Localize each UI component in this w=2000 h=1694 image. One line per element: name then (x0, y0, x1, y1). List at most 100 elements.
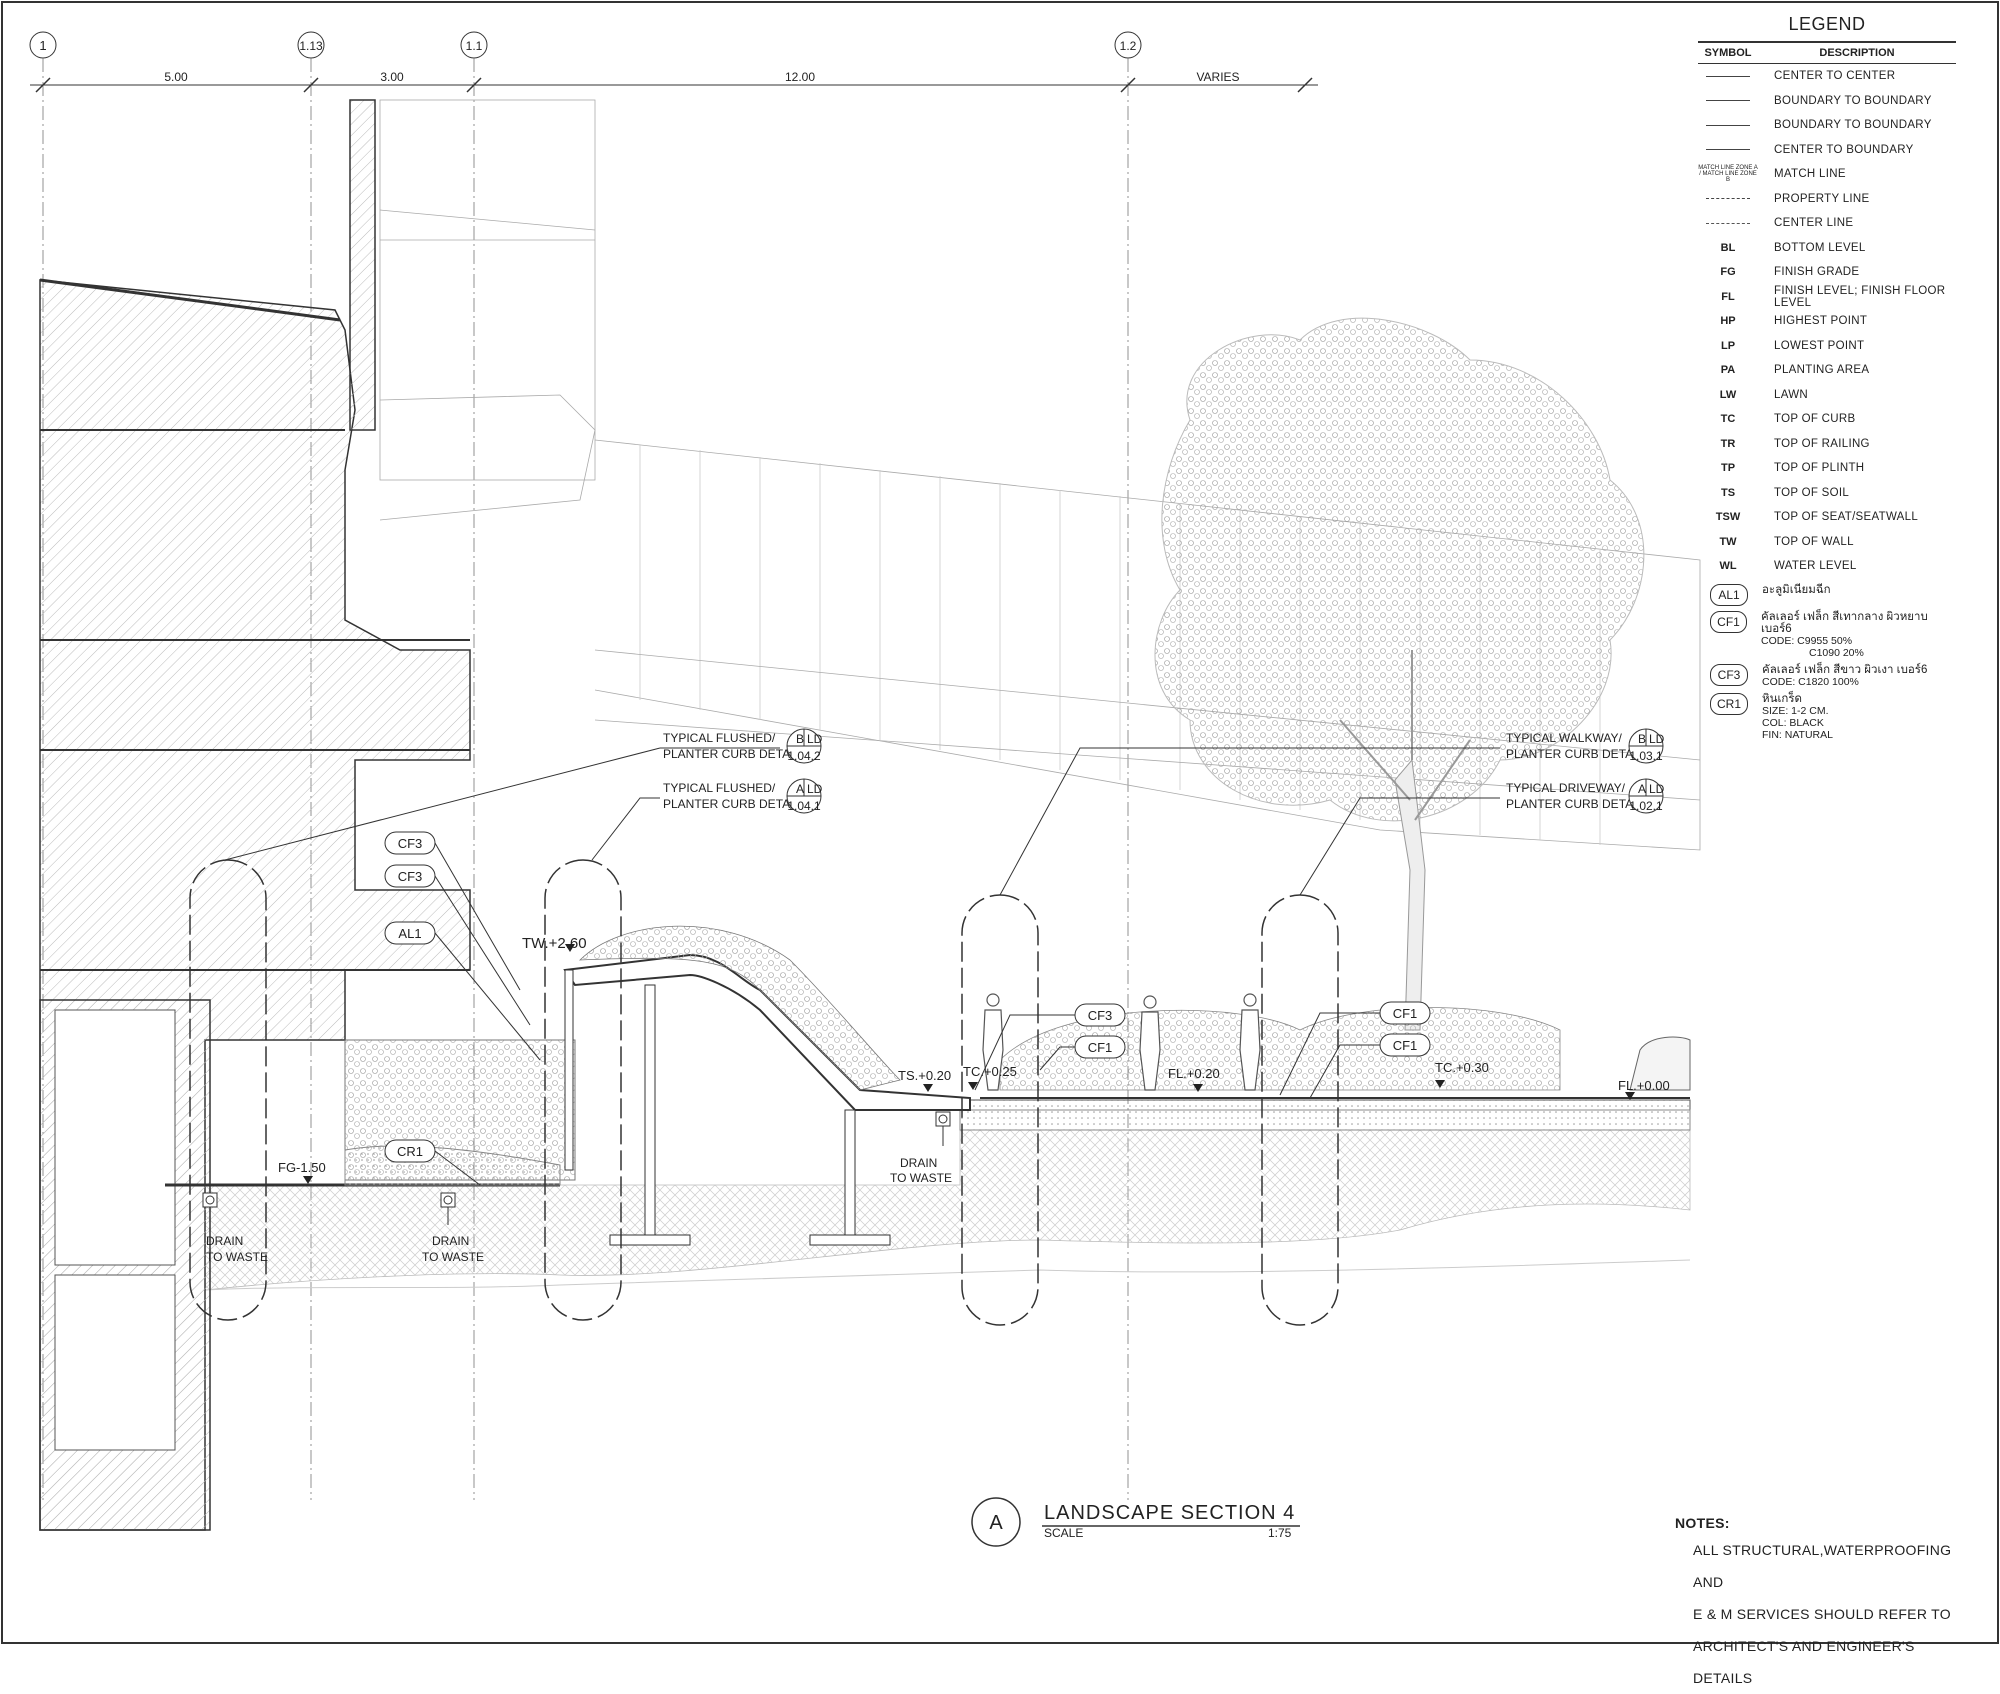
tag-cf3-a: CF3 (384, 831, 521, 991)
tag-cf1-a: CF1 (1039, 1035, 1126, 1071)
section-title: LANDSCAPE SECTION 4 (1044, 1502, 1295, 1524)
people-figures (982, 993, 1261, 1091)
svg-text:DRAIN: DRAIN (432, 1234, 469, 1248)
legend-title: LEGEND (1788, 14, 1866, 34)
section-title-block: A LANDSCAPE SECTION 4 SCALE 1:75 (971, 1497, 1300, 1547)
legend-row: BOUNDARY TO BOUNDARY (1698, 113, 1956, 138)
level-markers: TW.+2.60 TS.+0.20 TC.+0.25 FL.+0.20 TC.+… (278, 935, 1670, 1184)
svg-text:TO WASTE: TO WASTE (206, 1250, 268, 1264)
legend-desc: TOP OF WALL (1774, 535, 1854, 548)
legend-desc: TOP OF RAILING (1774, 437, 1870, 450)
material-tags: CF3 CF3 AL1 CR1 CF3 CF1 CF1 CF1 (384, 831, 1431, 1186)
legend-row: BOUNDARY TO BOUNDARY (1698, 89, 1956, 114)
legend-row: CENTER LINE (1698, 211, 1956, 236)
svg-text:CR1: CR1 (397, 1144, 423, 1159)
tag-cf1-b: CF1 (1279, 1001, 1431, 1096)
legend-col-symbol: SYMBOL (1704, 47, 1752, 59)
material-spec: CODE: C9955 50% (1760, 634, 1853, 647)
legend-desc: FINISH LEVEL; FINISH FLOOR LEVEL (1774, 284, 1946, 309)
svg-text:1: 1 (39, 38, 46, 53)
material-tag: CF3 (1710, 663, 1748, 686)
dimension-line: 5.00 3.00 12.00 VARIES (30, 70, 1318, 93)
svg-text:TW.+2.60: TW.+2.60 (522, 935, 587, 952)
drain-1: DRAIN TO WASTE (202, 1192, 268, 1264)
svg-text:1.04.2: 1.04.2 (787, 749, 821, 763)
svg-text:TYPICAL FLUSHED/: TYPICAL FLUSHED/ (663, 781, 776, 795)
tree-illustration (1154, 317, 1645, 1031)
planter-structure (563, 925, 1691, 1246)
legend-abbr: BL (1720, 241, 1736, 254)
callout-detail-b-right[interactable]: TYPICAL WALKWAY/ PLANTER CURB DETAIL B L… (999, 728, 1665, 896)
material-name: อะลูมิเนียมฉีก (1762, 583, 1831, 596)
scale-label: SCALE (1044, 1526, 1083, 1540)
svg-text:A: A (796, 782, 804, 796)
svg-text:1.2: 1.2 (1120, 39, 1137, 53)
material-spec: FIN: NATURAL (1762, 728, 1833, 741)
material-spec: CODE: C1820 100% (1762, 675, 1859, 688)
dim-3-00: 3.00 (380, 70, 404, 84)
property-line-symbol (1706, 198, 1750, 200)
callout-detail-b-left[interactable]: TYPICAL FLUSHED/ PLANTER CURB DETAIL B L… (224, 728, 823, 861)
callout-detail-a-right[interactable]: TYPICAL DRIVEWAY/ PLANTER CURB DETAIL A … (1299, 778, 1665, 896)
svg-text:TO WASTE: TO WASTE (890, 1171, 952, 1185)
level-ts: TS.+0.20 (898, 1068, 951, 1092)
svg-text:PLANTER CURB DETAIL: PLANTER CURB DETAIL (1506, 747, 1643, 761)
legend-row: CENTER TO CENTER (1698, 64, 1956, 89)
svg-text:CF3: CF3 (398, 869, 423, 884)
notes-line: ALL STRUCTURAL,WATERPROOFING AND (1693, 1542, 1952, 1590)
boundary-tick-symbol (1706, 124, 1750, 126)
legend-abbr: WL (1719, 560, 1737, 573)
svg-text:PLANTER CURB DETAIL: PLANTER CURB DETAIL (1506, 797, 1643, 811)
material-name: คัลเลอร์ เฟล็ก สีเทากลาง ผิวหยาบ เบอร์6 (1760, 610, 1928, 635)
svg-text:PLANTER CURB DETAIL: PLANTER CURB DETAIL (663, 747, 800, 761)
legend-abbr: FL (1721, 290, 1735, 303)
legend-abbr: LW (1719, 388, 1737, 401)
legend-col-description: DESCRIPTION (1819, 47, 1895, 59)
legend-abbr: TC (1720, 413, 1736, 426)
tag-al1: AL1 (384, 921, 541, 1061)
tag-cf3-b: CF3 (384, 864, 531, 1026)
legend-header: SYMBOL DESCRIPTION (1698, 41, 1956, 64)
svg-text:DRAIN: DRAIN (900, 1156, 937, 1170)
legend-desc: BOTTOM LEVEL (1774, 241, 1866, 254)
svg-text:CF1: CF1 (1088, 1040, 1113, 1055)
material-spec: COL: BLACK (1762, 716, 1824, 729)
svg-text:TS.+0.20: TS.+0.20 (898, 1068, 951, 1083)
legend-code-cf1: CF1 คัลเลอร์ เฟล็ก สีเทากลาง ผิวหยาบ เบอร… (1698, 610, 1956, 659)
svg-text:TC.+0.30: TC.+0.30 (1435, 1060, 1489, 1075)
dim-5-00: 5.00 (164, 70, 188, 84)
material-name: คัลเลอร์ เฟล็ก สีขาว ผิวเงา เบอร์6 (1762, 663, 1928, 676)
legend-row-fl: FL FINISH LEVEL; FINISH FLOOR LEVEL (1698, 285, 1956, 310)
legend-abbr: FG (1720, 266, 1736, 279)
legend-desc: LAWN (1774, 388, 1808, 401)
svg-text:1.02.1: 1.02.1 (1629, 799, 1663, 813)
legend-desc: TOP OF CURB (1774, 413, 1856, 426)
svg-text:B: B (796, 732, 804, 746)
scale-value: 1:75 (1268, 1526, 1292, 1540)
legend-abbr: TSW (1715, 511, 1741, 524)
tag-cf3-c: CF3 (974, 1003, 1126, 1091)
svg-text:DRAIN: DRAIN (206, 1234, 243, 1248)
grid-marker-1: 1 (29, 31, 57, 59)
legend-abbr: LP (1720, 339, 1736, 352)
callout-detail-a-left[interactable]: TYPICAL FLUSHED/ PLANTER CURB DETAIL A L… (591, 778, 823, 861)
svg-text:1.1: 1.1 (466, 39, 483, 53)
svg-text:FL.+0.00: FL.+0.00 (1618, 1078, 1670, 1093)
svg-text:TYPICAL DRIVEWAY/: TYPICAL DRIVEWAY/ (1506, 781, 1626, 795)
center-boundary-symbol (1706, 149, 1750, 151)
legend-row: CENTER TO BOUNDARY (1698, 138, 1956, 163)
level-tc2: TC.+0.30 (1435, 1060, 1489, 1088)
legend-desc: TOP OF SOIL (1774, 486, 1850, 499)
material-tag: CF1 (1710, 610, 1747, 633)
